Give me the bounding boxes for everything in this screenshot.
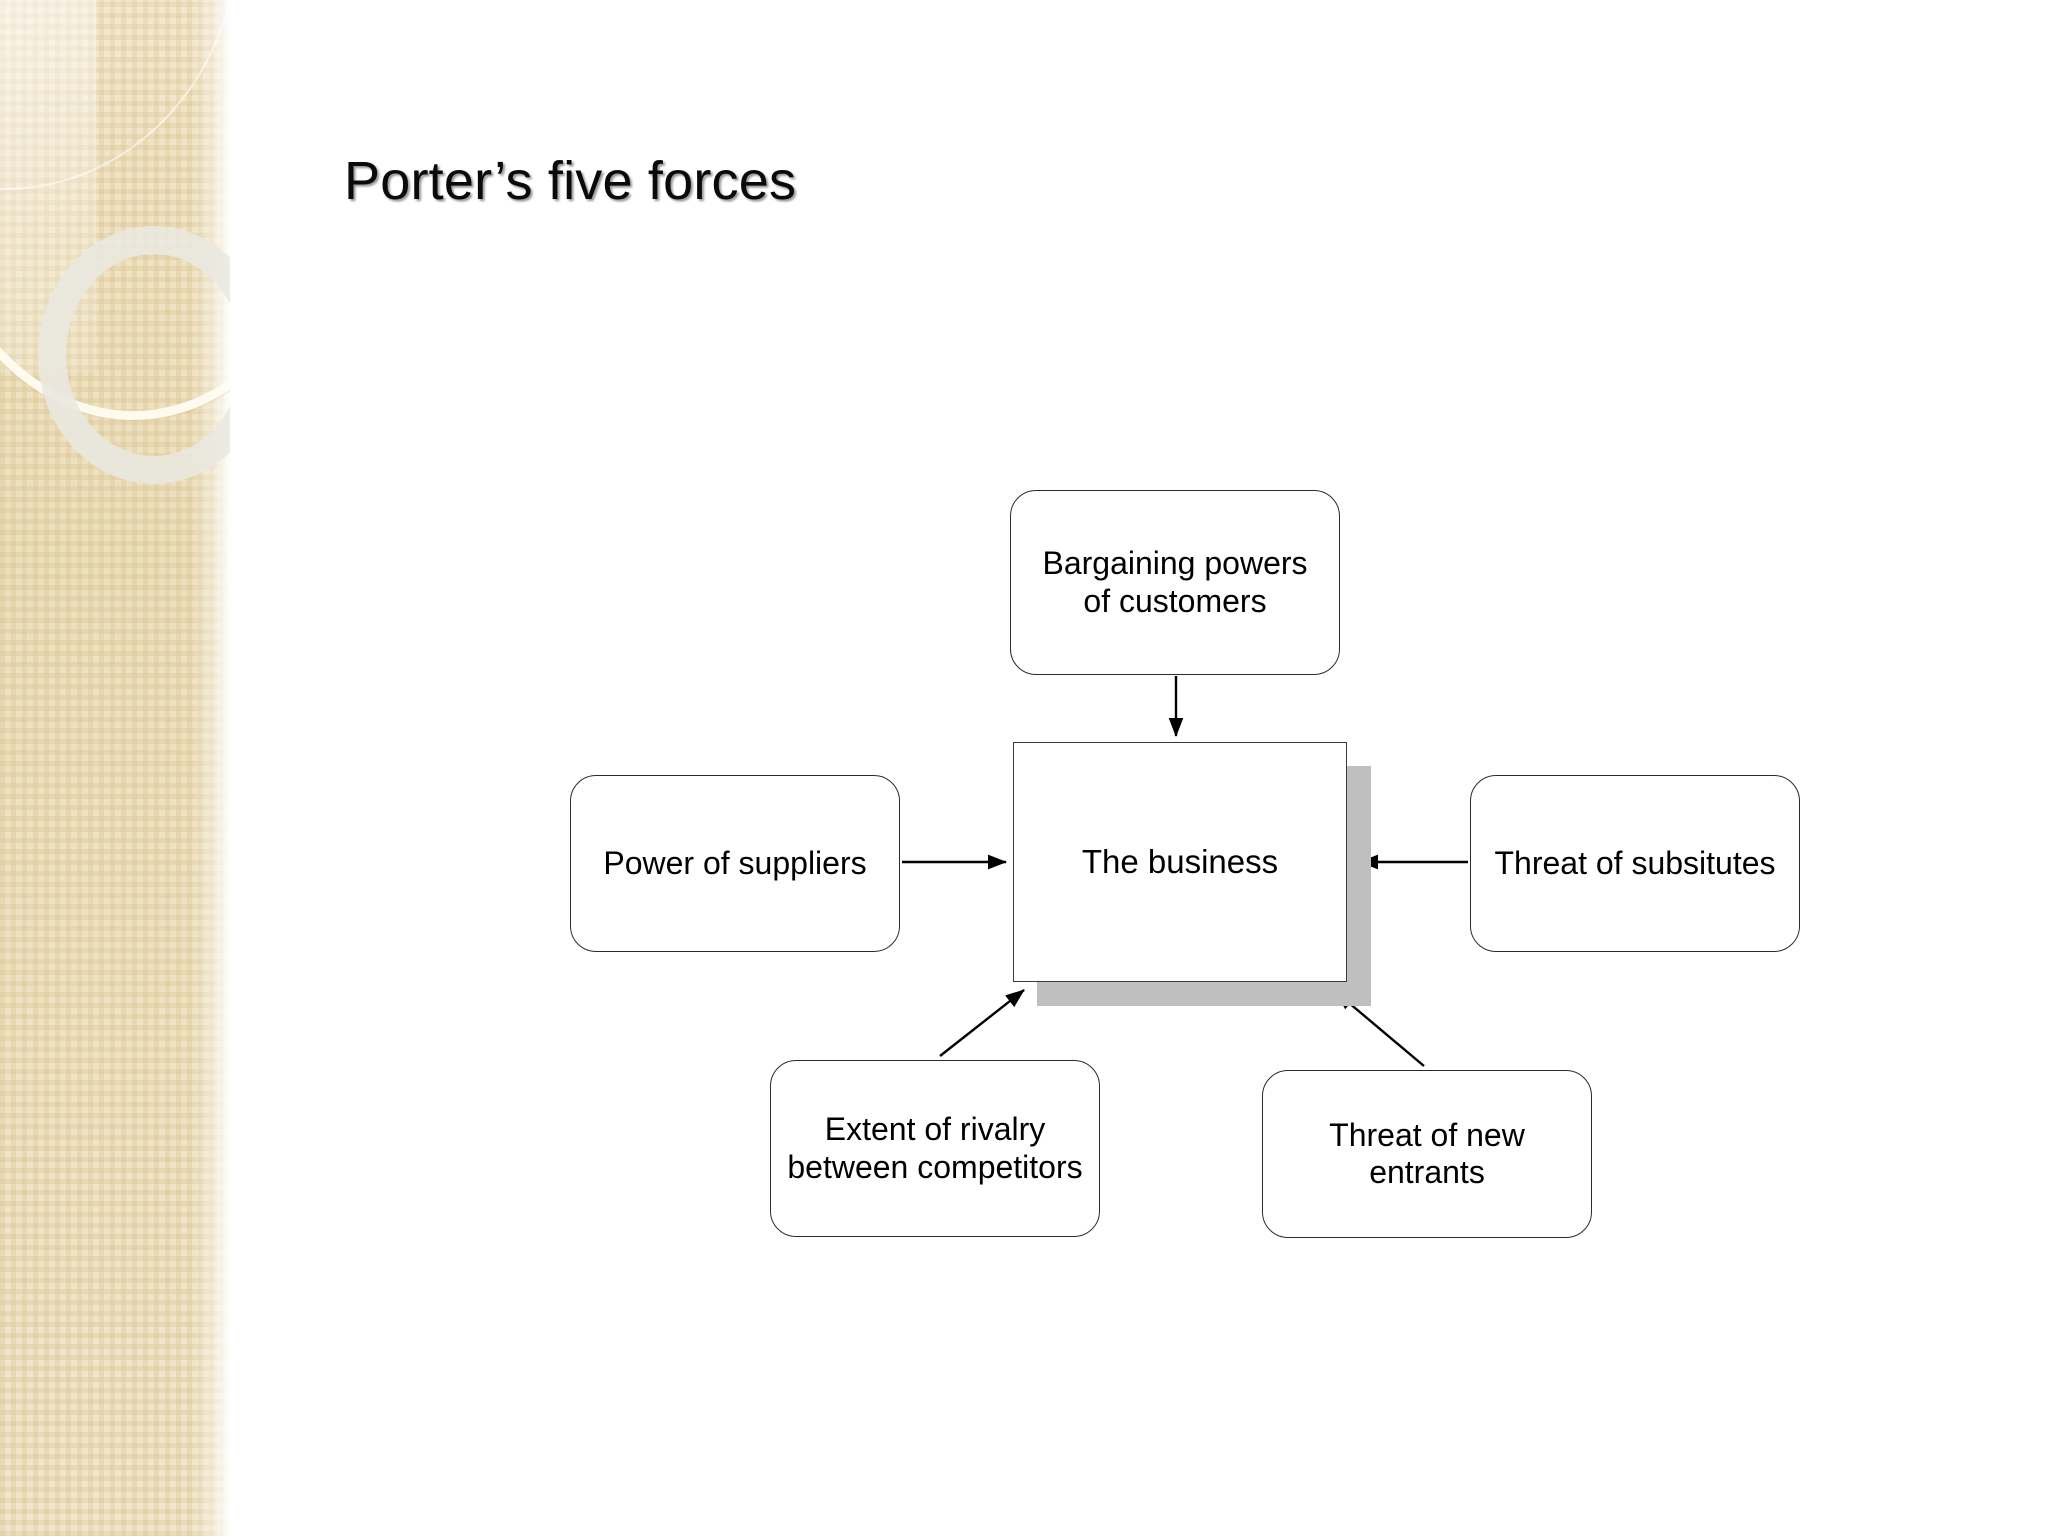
decorative-sidebar-band — [0, 0, 230, 1536]
diagram-node-threat-of-subsitutes[interactable]: Threat of subsitutes — [1470, 775, 1800, 952]
decorative-small-ring-icon — [38, 226, 230, 484]
diagram-node-power-of-suppliers[interactable]: Power of suppliers — [570, 775, 900, 952]
diagram-node-label: Bargaining powers of customers — [1042, 545, 1308, 619]
diagram-node-label: The business — [1081, 843, 1279, 880]
decorative-large-ring-icon — [0, 0, 230, 420]
sidebar-light-wash — [0, 0, 96, 372]
decorative-arc-icon — [0, 0, 230, 190]
diagram-node-threat-of-new-entrants[interactable]: Threat of new entrants — [1262, 1070, 1592, 1238]
diagram-node-bargaining-powers-of-customers[interactable]: Bargaining powers of customers — [1010, 490, 1340, 675]
arrow-rivalry-to-business — [939, 989, 1025, 1057]
diagram-node-label: Threat of new entrants — [1329, 1116, 1525, 1190]
diagram-node-extent-of-rivalry-between-competitors[interactable]: Extent of rivalry between competitors — [770, 1060, 1100, 1237]
diagram-node-label: Extent of rivalry between competitors — [787, 1111, 1083, 1185]
diagram-node-the-business[interactable]: The business — [1013, 742, 1347, 982]
diagram-node-label: Threat of subsitutes — [1494, 844, 1776, 881]
diagram-node-label: Power of suppliers — [603, 844, 867, 881]
page-title: Porter’s five forces — [344, 151, 797, 211]
